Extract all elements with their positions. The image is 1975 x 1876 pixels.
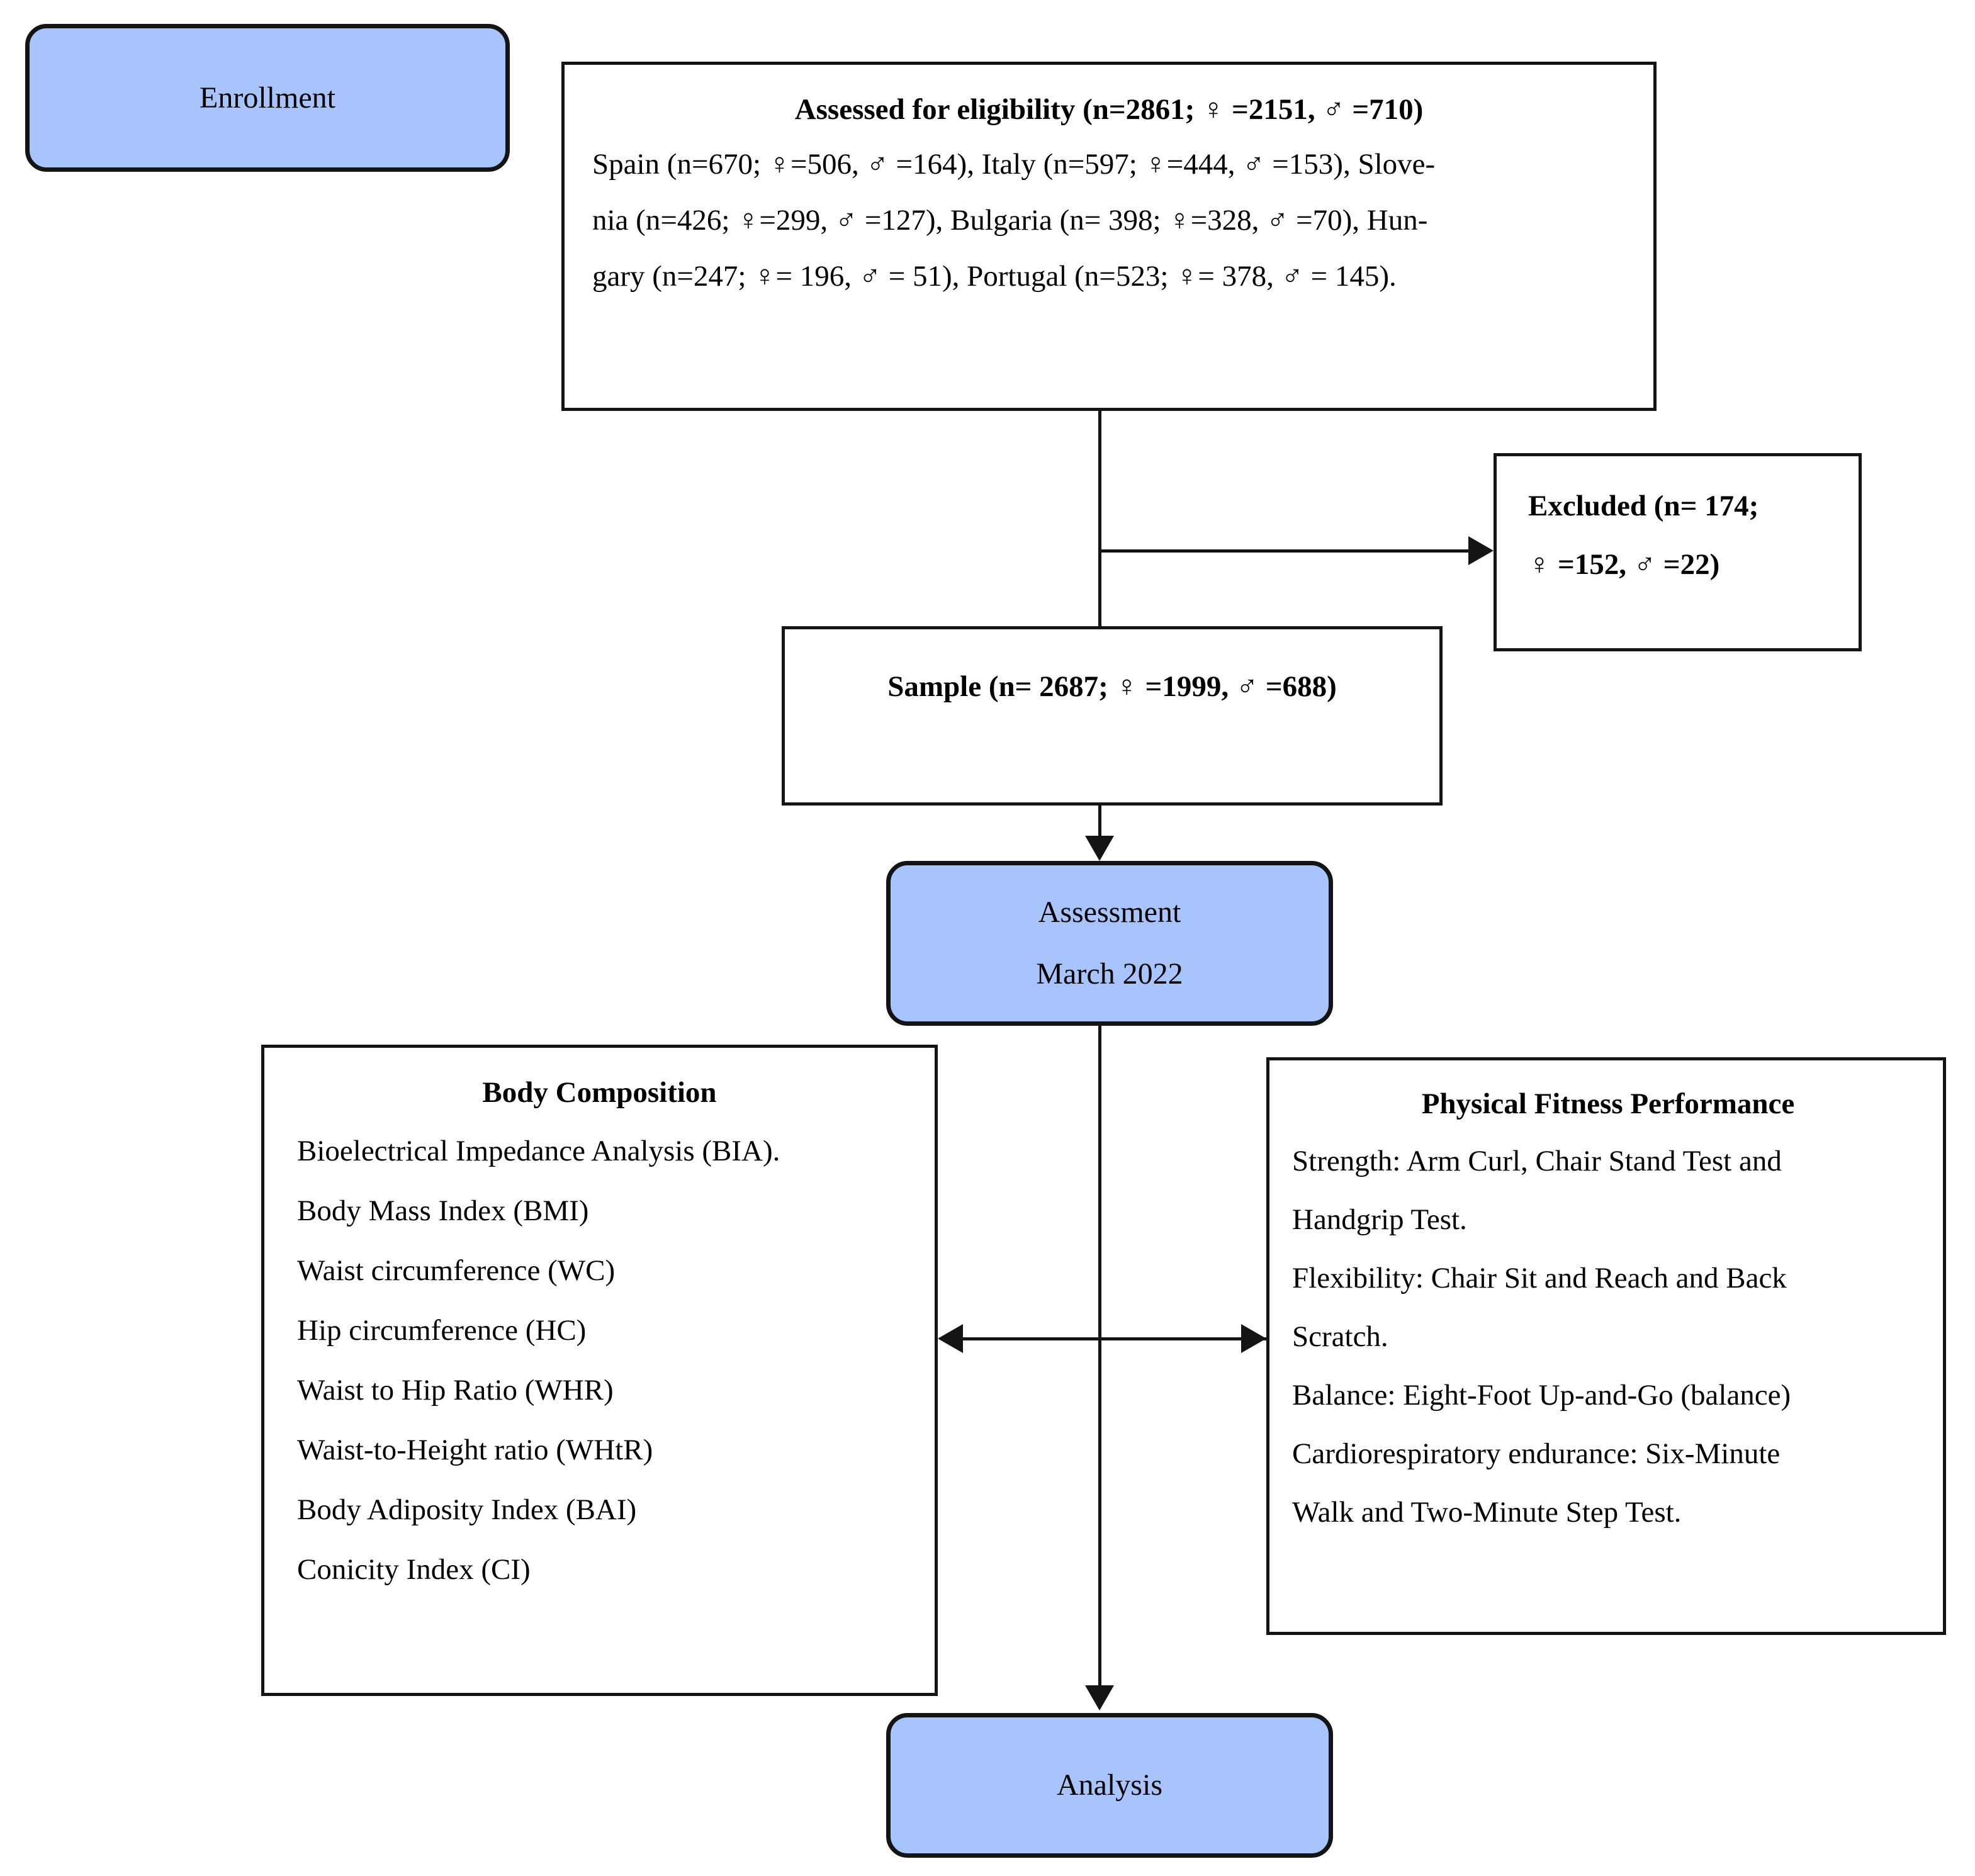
node-body-composition-title: Body Composition (482, 1076, 717, 1109)
list-item-bai: Body Adiposity Index (BAI) (297, 1493, 637, 1526)
fitness-line-strength-2: Handgrip Test. (1292, 1203, 1467, 1236)
node-sample[interactable]: Sample (n= 2687; ♀ =1999, ♂ =688) (782, 626, 1443, 806)
list-item-bia: Bioelectrical Impedance Analysis (BIA). (297, 1135, 780, 1167)
connector-bodycomp-physfit (958, 1337, 1266, 1340)
list-item-wc: Waist circumference (WC) (297, 1254, 616, 1287)
list-item-whr: Waist to Hip Ratio (WHR) (297, 1374, 614, 1407)
node-assessment-body: Assessment March 2022 (891, 865, 1329, 1021)
node-eligibility-line-1: Spain (n=670; ♀=506, ♂ =164), Italy (n=5… (592, 148, 1436, 181)
node-excluded-body: Excluded (n= 174; ♀ =152, ♂ =22) (1497, 456, 1859, 648)
node-assessment-line-2: March 2022 (1036, 957, 1183, 991)
node-analysis-label: Analysis (1057, 1768, 1162, 1802)
node-enrollment-label: Enrollment (200, 81, 335, 115)
fitness-line-flexibility-1: Flexibility: Chair Sit and Reach and Bac… (1292, 1262, 1787, 1295)
connector-sample-to-assessment (1098, 806, 1101, 838)
fitness-line-balance: Balance: Eight-Foot Up-and-Go (balance) (1292, 1379, 1791, 1412)
node-eligibility[interactable]: Assessed for eligibility (n=2861; ♀ =215… (561, 62, 1657, 411)
node-excluded[interactable]: Excluded (n= 174; ♀ =152, ♂ =22) (1494, 453, 1862, 651)
node-analysis[interactable]: Analysis (886, 1713, 1333, 1858)
node-sample-body: Sample (n= 2687; ♀ =1999, ♂ =688) (785, 629, 1439, 802)
connector-assessment-to-analysis (1098, 1026, 1101, 1687)
node-eligibility-line-3: gary (n=247; ♀= 196, ♂ = 51), Portugal (… (592, 260, 1397, 293)
node-eligibility-body: Assessed for eligibility (n=2861; ♀ =215… (565, 65, 1653, 408)
list-item-bmi: Body Mass Index (BMI) (297, 1194, 589, 1227)
list-item-whtr: Waist-to-Height ratio (WHtR) (297, 1434, 653, 1466)
node-assessment-line-1: Assessment (1038, 896, 1181, 929)
node-eligibility-title: Assessed for eligibility (n=2861; ♀ =215… (794, 93, 1424, 126)
arrowhead-analysis (1085, 1685, 1114, 1710)
arrowhead-physfit (1241, 1324, 1266, 1353)
fitness-line-flexibility-2: Scratch. (1292, 1320, 1388, 1353)
node-excluded-line-1: Excluded (n= 174; (1528, 490, 1759, 522)
fitness-line-cardio-2: Walk and Two-Minute Step Test. (1292, 1496, 1682, 1529)
node-assessment[interactable]: Assessment March 2022 (886, 861, 1333, 1026)
node-enrollment[interactable]: Enrollment (25, 24, 510, 172)
fitness-line-cardio-1: Cardiorespiratory endurance: Six-Minute (1292, 1437, 1781, 1470)
arrowhead-excluded (1468, 536, 1494, 565)
node-physical-fitness[interactable]: Physical Fitness Performance Strength: A… (1266, 1057, 1946, 1635)
node-excluded-line-2: ♀ =152, ♂ =22) (1528, 548, 1720, 581)
list-item-ci: Conicity Index (CI) (297, 1553, 531, 1586)
node-sample-label: Sample (n= 2687; ♀ =1999, ♂ =688) (887, 670, 1337, 703)
node-analysis-body: Analysis (891, 1717, 1329, 1853)
node-body-composition[interactable]: Body Composition Bioelectrical Impedance… (261, 1045, 938, 1696)
connector-trunk-to-excluded (1098, 549, 1470, 553)
arrowhead-assessment (1085, 836, 1114, 861)
node-physical-fitness-title: Physical Fitness Performance (1421, 1087, 1795, 1120)
list-item-hc: Hip circumference (HC) (297, 1314, 587, 1347)
arrowhead-bodycomp (938, 1324, 963, 1353)
connector-eligibility-to-sample (1098, 411, 1101, 626)
node-body-composition-body: Body Composition Bioelectrical Impedance… (264, 1048, 935, 1693)
node-eligibility-line-2: nia (n=426; ♀=299, ♂ =127), Bulgaria (n=… (592, 204, 1428, 237)
fitness-line-strength-1: Strength: Arm Curl, Chair Stand Test and (1292, 1145, 1782, 1177)
node-physical-fitness-body: Physical Fitness Performance Strength: A… (1269, 1060, 1943, 1632)
node-enrollment-body: Enrollment (30, 28, 505, 167)
